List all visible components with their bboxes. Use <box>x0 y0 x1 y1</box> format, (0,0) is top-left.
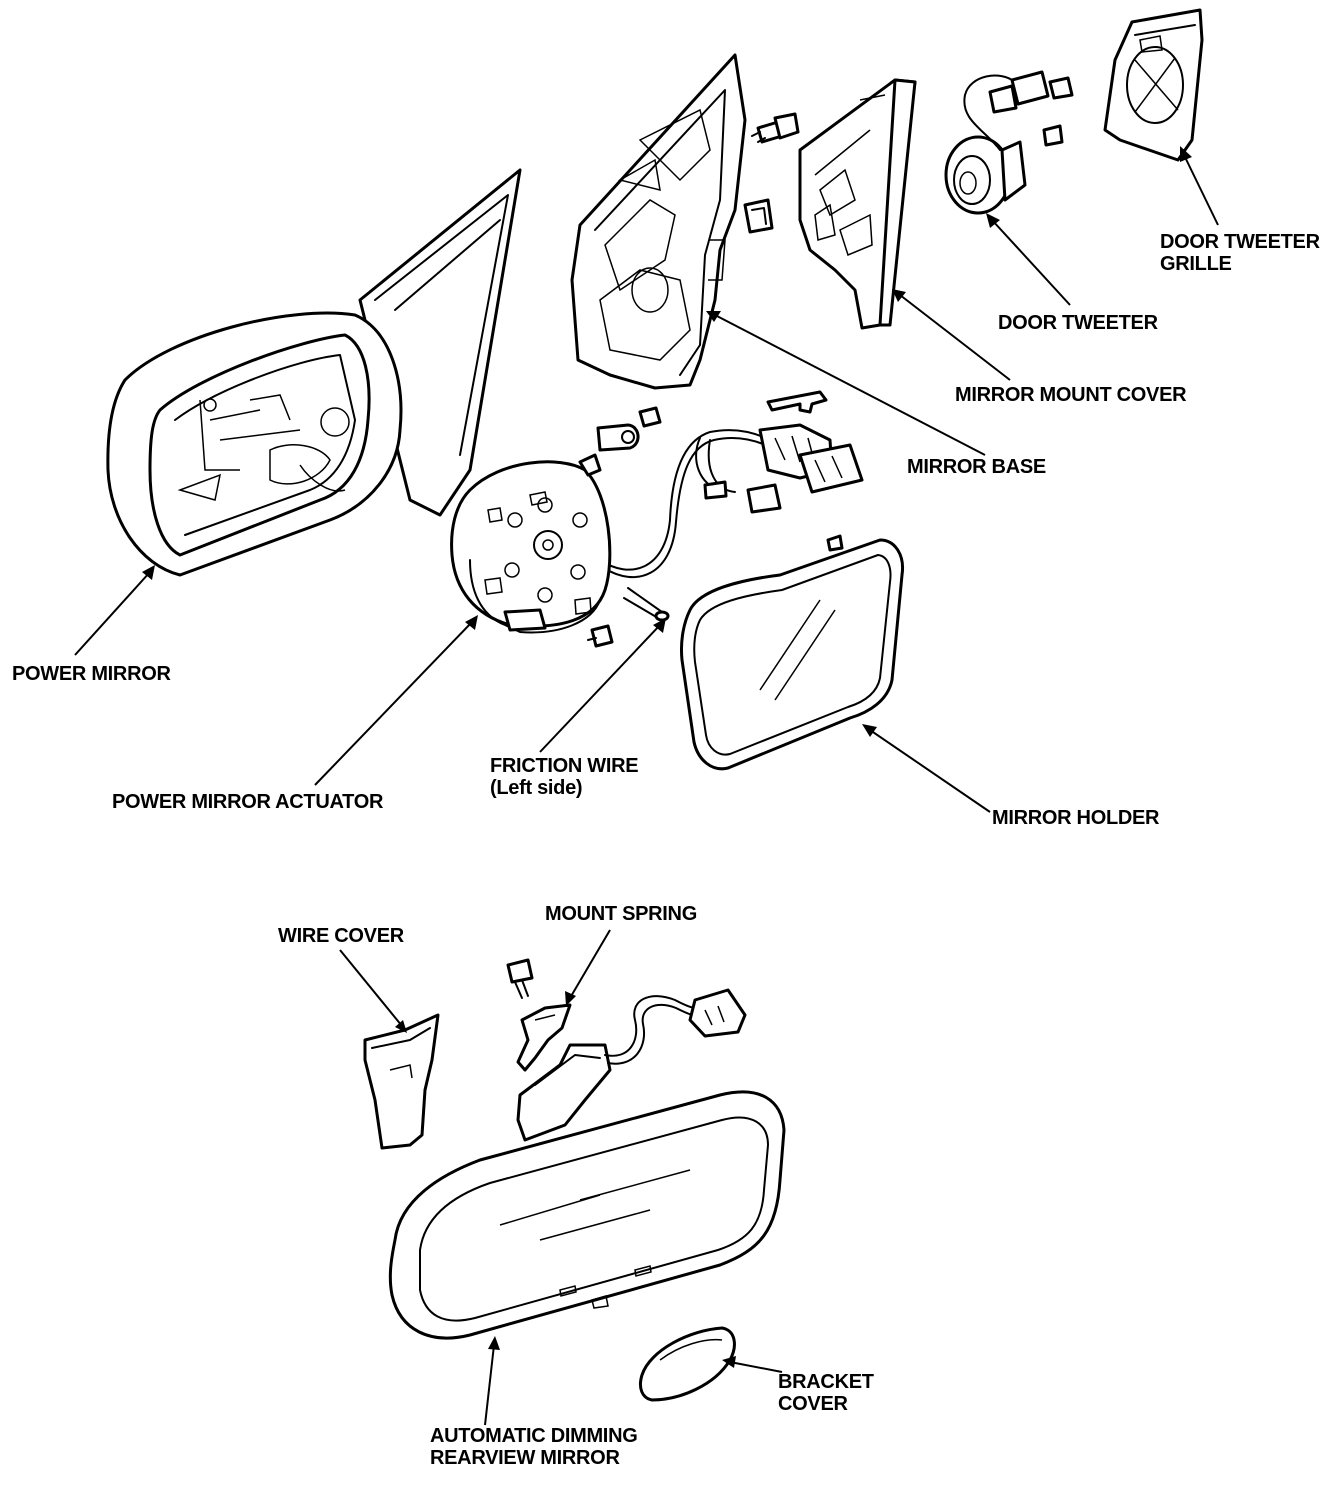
label-mount-spring: MOUNT SPRING <box>545 903 697 925</box>
label-door-tweeter-grille-2: GRILLE <box>1160 253 1232 275</box>
label-friction-wire-2: (Left side) <box>490 777 582 799</box>
cable-clamp-icon <box>596 406 662 452</box>
label-auto-dimming-mirror-2: REARVIEW MIRROR <box>430 1447 620 1469</box>
mirror-base-icon <box>570 53 747 390</box>
label-mirror-base: MIRROR BASE <box>907 456 1046 478</box>
wire-cover-icon <box>363 1013 440 1150</box>
label-door-tweeter-grille-1: DOOR TWEETER <box>1160 231 1321 253</box>
label-bracket-cover-2: COVER <box>778 1393 848 1415</box>
label-wire-cover: WIRE COVER <box>278 925 405 947</box>
door-tweeter-grille-icon <box>1103 8 1204 162</box>
clip-icon <box>743 198 774 234</box>
wire-harness-icon <box>599 390 864 578</box>
label-door-tweeter: DOOR TWEETER <box>998 312 1159 334</box>
mirror-holder-icon <box>680 534 905 771</box>
label-auto-dimming-mirror-1: AUTOMATIC DIMMING <box>430 1425 637 1447</box>
rearview-mirror-icon <box>388 988 786 1340</box>
power-mirror-actuator-icon <box>450 453 612 634</box>
label-bracket-cover-1: BRACKET <box>778 1371 874 1393</box>
power-mirror-icon <box>106 168 522 577</box>
mount-spring-icon <box>506 958 572 1072</box>
label-power-mirror: POWER MIRROR <box>12 663 171 685</box>
mirror-mount-cover-icon <box>798 78 917 330</box>
label-mirror-mount-cover: MIRROR MOUNT COVER <box>955 384 1187 406</box>
screw-icon <box>587 624 614 648</box>
friction-wire-icon <box>623 587 670 622</box>
leader-lines <box>74 146 1219 1426</box>
bracket-cover-icon <box>638 1326 736 1402</box>
label-power-mirror-actuator: POWER MIRROR ACTUATOR <box>112 791 384 813</box>
door-tweeter-icon <box>944 70 1074 215</box>
label-friction-wire-1: FRICTION WIRE <box>490 755 638 777</box>
label-mirror-holder: MIRROR HOLDER <box>992 807 1160 829</box>
bolt-icon <box>751 112 800 144</box>
